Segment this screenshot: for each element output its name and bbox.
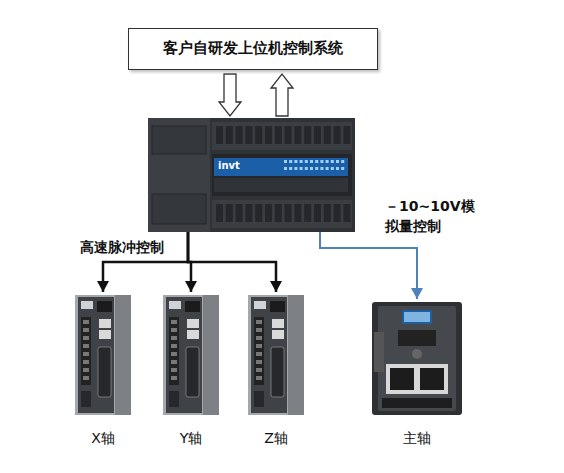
- axis-label: Z轴: [228, 430, 324, 448]
- servo-drive: X轴: [75, 295, 131, 415]
- connector: [219, 74, 241, 116]
- servo-drive: Y轴: [163, 295, 219, 415]
- servo-drive: Z轴: [248, 295, 304, 415]
- signal-label: 高速脉冲控制: [80, 239, 164, 257]
- spindle-drive: 主轴: [372, 302, 462, 415]
- axis-label: 主轴: [352, 430, 482, 448]
- spindle-drive-art: [372, 302, 462, 415]
- servo-drive-art: [75, 295, 131, 415]
- axis-label: X轴: [55, 430, 151, 448]
- plc-controller: invt: [148, 118, 355, 232]
- servo-drive-art: [163, 295, 219, 415]
- process-box: 客户自研发上位机控制系统: [128, 28, 378, 70]
- box-title: 客户自研发上位机控制系统: [129, 39, 377, 58]
- axis-label: Y轴: [143, 430, 239, 448]
- connector: [188, 232, 282, 292]
- connector: [271, 74, 293, 116]
- servo-drive-art: [248, 295, 304, 415]
- brand-logo: invt: [218, 160, 240, 171]
- plc-art: [148, 118, 355, 232]
- connector: [320, 232, 423, 299]
- edge-label: －10~10V模拟量控制: [385, 196, 481, 236]
